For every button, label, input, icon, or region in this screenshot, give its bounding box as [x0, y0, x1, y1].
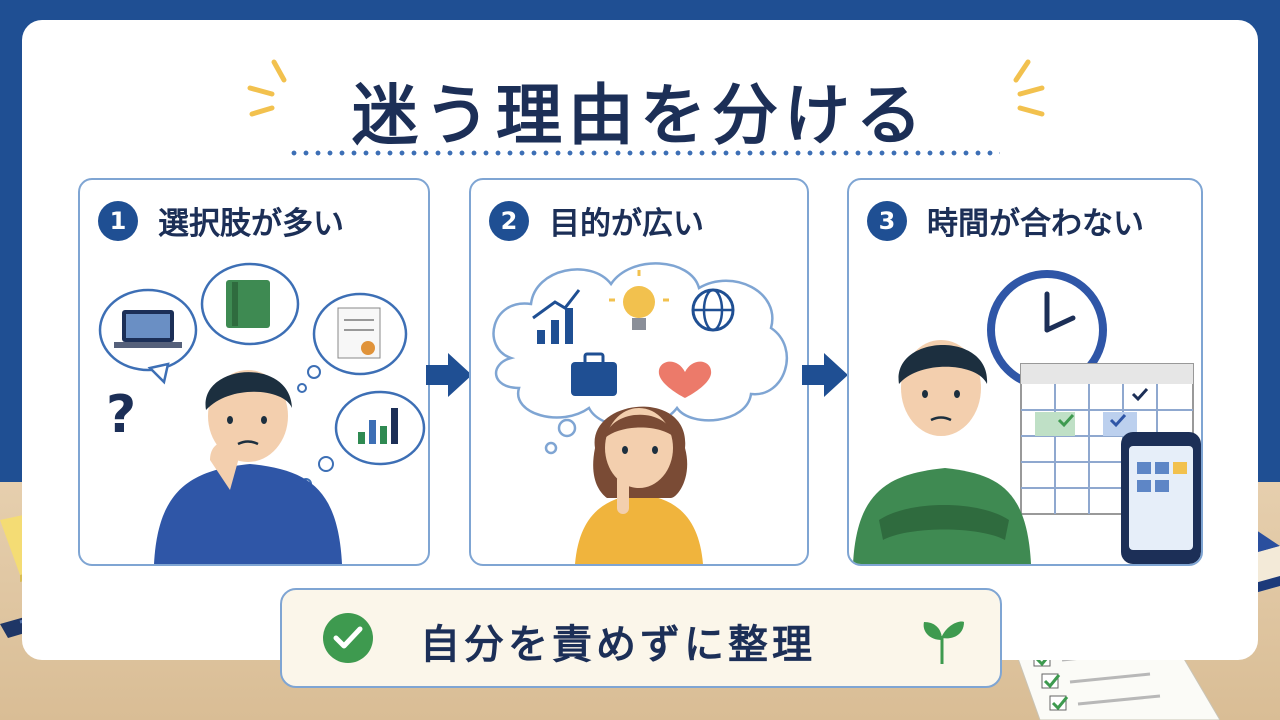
panel-3-number: 3 — [867, 200, 907, 241]
bottom-message-box: 自分を責めずに整理 — [280, 588, 1002, 688]
sparkle-left-icon — [247, 59, 287, 117]
panel-3-header: 3 時間が合わない — [867, 198, 1144, 243]
title-divider — [288, 150, 1000, 156]
bottom-message: 自分を責めずに整理 — [420, 622, 816, 668]
panel-time-mismatch: 3 時間が合わない — [847, 178, 1203, 566]
page-title: 迷う理由を分ける — [352, 77, 928, 154]
check-circle-icon — [323, 613, 373, 663]
panel-1-header: 1 選択肢が多い — [98, 198, 344, 243]
arrow-right-icon — [802, 353, 848, 397]
panel-1-title: 選択肢が多い — [158, 206, 344, 242]
arrow-right-icon — [426, 353, 472, 397]
thinking-woman-illustration — [492, 262, 788, 564]
panel-many-choices: 1 選択肢が多い ? — [78, 178, 430, 566]
panel-1-number: 1 — [98, 200, 138, 241]
panel-3-title: 時間が合わない — [927, 206, 1144, 242]
sprout-icon — [923, 621, 964, 665]
panel-2-title: 目的が広い — [549, 206, 704, 242]
sparkle-right-icon — [1013, 59, 1045, 117]
panel-2-number: 2 — [489, 200, 529, 241]
busy-man-illustration — [853, 270, 1201, 564]
panel-2-header: 2 目的が広い — [489, 198, 704, 243]
panel-broad-purpose: 2 目的が広い — [469, 178, 809, 566]
question-mark-icon: ? — [106, 385, 137, 445]
confused-man-illustration — [98, 262, 426, 564]
